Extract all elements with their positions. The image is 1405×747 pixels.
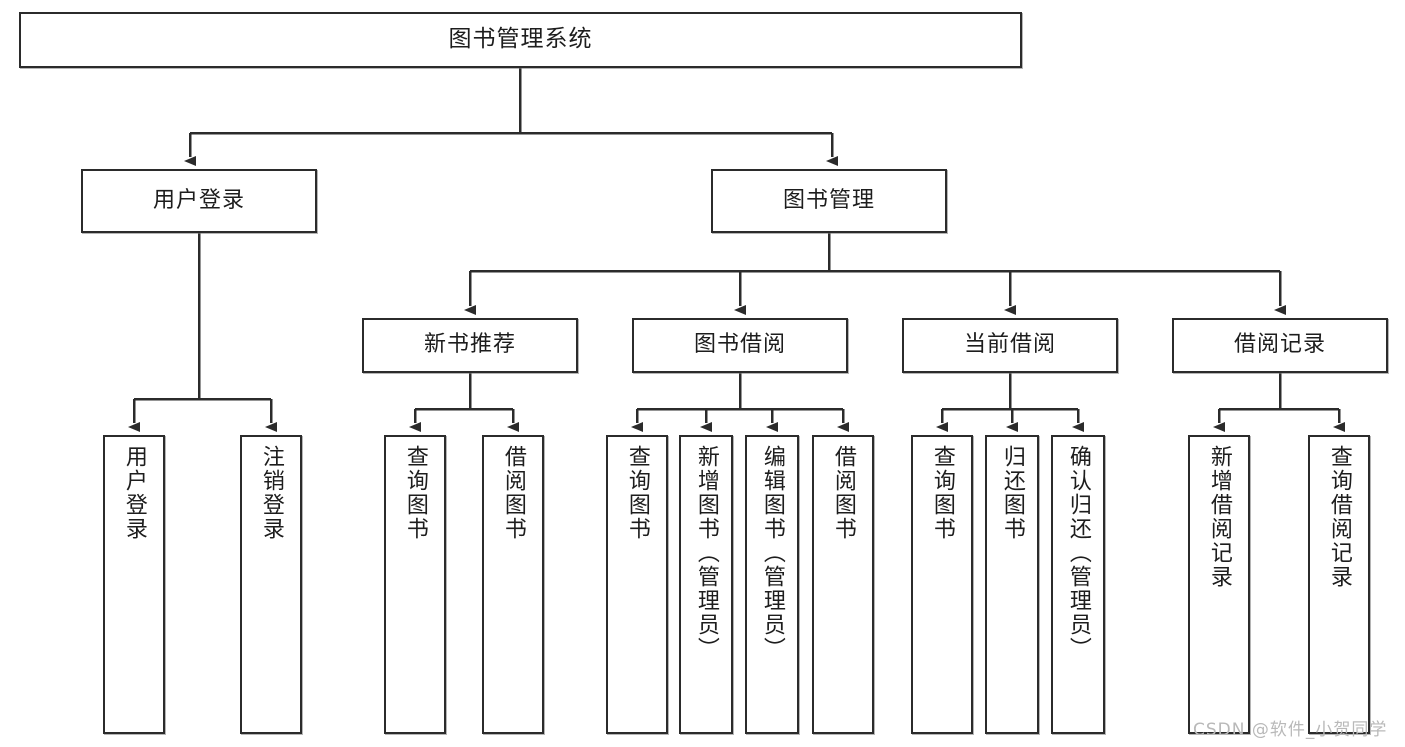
node-label: 图书借阅: [693, 332, 786, 358]
leaf-当前借阅-归还图书[interactable]: 归还图书: [985, 435, 1039, 734]
node-label: 新增借阅记录: [1206, 445, 1232, 589]
node-新书推荐[interactable]: 新书推荐: [362, 318, 578, 373]
node-用户登录[interactable]: 用户登录: [81, 169, 317, 233]
node-label: 确认归还（管理员）: [1065, 445, 1091, 661]
leaf-图书借阅-编辑图书[interactable]: 编辑图书（管理员）: [745, 435, 799, 734]
node-label: 查询图书: [929, 445, 955, 541]
node-label: 用户登录: [152, 187, 245, 213]
leaf-图书借阅-借阅图书[interactable]: 借阅图书: [812, 435, 874, 734]
leaf-当前借阅-确认归还[interactable]: 确认归还（管理员）: [1051, 435, 1105, 734]
node-label: 借阅图书: [500, 445, 526, 541]
node-label: 归还图书: [999, 445, 1025, 541]
node-label: 注销登录: [258, 445, 284, 541]
leaf-图书借阅-查询图书[interactable]: 查询图书: [606, 435, 668, 734]
leaf-用户登录[interactable]: 用户登录: [103, 435, 165, 734]
node-label: 图书管理系统: [448, 26, 593, 53]
leaf-借阅记录-新增借阅记录[interactable]: 新增借阅记录: [1188, 435, 1250, 734]
node-label: 查询借阅记录: [1326, 445, 1352, 589]
node-label: 当前借阅: [963, 332, 1056, 358]
leaf-新书推荐-查询图书[interactable]: 查询图书: [384, 435, 446, 734]
node-label: 用户登录: [121, 445, 147, 541]
node-label: 新书推荐: [423, 332, 516, 358]
leaf-当前借阅-查询图书[interactable]: 查询图书: [911, 435, 973, 734]
leaf-图书借阅-新增图书[interactable]: 新增图书（管理员）: [679, 435, 733, 734]
node-label: 图书管理: [782, 187, 875, 213]
node-label: 查询图书: [624, 445, 650, 541]
node-label: 借阅记录: [1233, 332, 1326, 358]
watermark: CSDN @软件_小贺同学: [1193, 720, 1388, 740]
node-label: 借阅图书: [830, 445, 856, 541]
node-label: 查询图书: [402, 445, 428, 541]
node-label: 新增图书（管理员）: [693, 445, 719, 661]
leaf-新书推荐-借阅图书[interactable]: 借阅图书: [482, 435, 544, 734]
node-root-图书管理系统[interactable]: 图书管理系统: [19, 12, 1022, 68]
node-当前借阅[interactable]: 当前借阅: [902, 318, 1118, 373]
node-图书管理[interactable]: 图书管理: [711, 169, 947, 233]
leaf-借阅记录-查询借阅记录[interactable]: 查询借阅记录: [1308, 435, 1370, 734]
node-label: 编辑图书（管理员）: [759, 445, 785, 661]
node-借阅记录[interactable]: 借阅记录: [1172, 318, 1388, 373]
leaf-注销登录[interactable]: 注销登录: [240, 435, 302, 734]
node-图书借阅[interactable]: 图书借阅: [632, 318, 848, 373]
